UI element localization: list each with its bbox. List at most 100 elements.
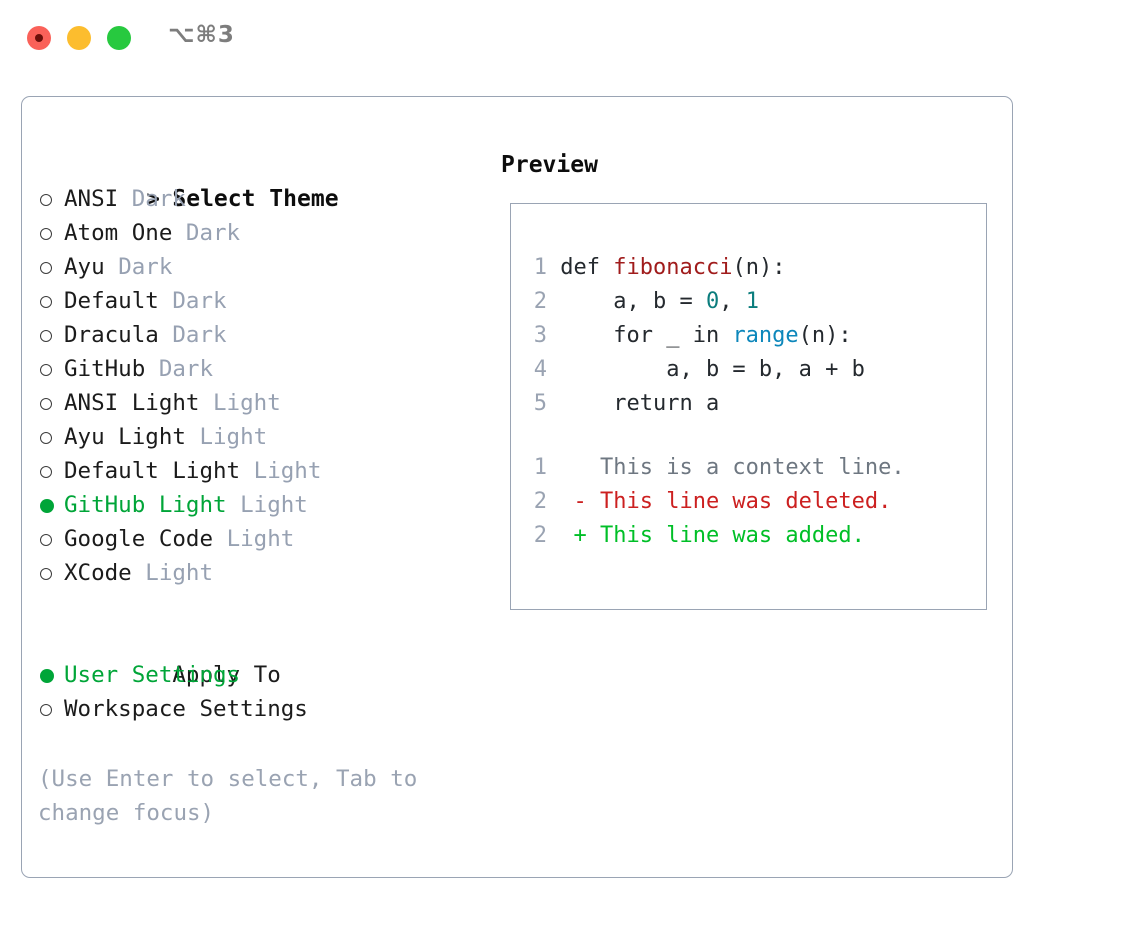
theme-list-item[interactable]: ANSI Dark [38,182,468,216]
radio-empty-icon[interactable] [38,557,64,591]
radio-empty-icon[interactable] [38,421,64,455]
preview-column: Preview 1 def fibonacci(n):2 a, b = 0, 1… [501,148,991,610]
select-theme-header: > Select Theme [38,148,468,212]
theme-list-item[interactable]: Default Light Light [38,454,468,488]
theme-variant-badge: Light [199,424,268,450]
diff-sign: - [547,489,600,514]
radio-selected-icon[interactable] [38,489,64,523]
theme-name: Default Light [64,458,241,484]
caret-icon: > [146,186,160,212]
line-number-gutter-space [547,289,560,314]
theme-name-badge-space [186,424,200,450]
radio-empty-icon[interactable] [38,183,64,217]
theme-name: XCode [64,560,132,586]
apply-to-label: Apply To [172,662,281,688]
radio-empty-icon[interactable] [38,455,64,489]
theme-variant-badge: Dark [131,186,186,212]
close-button-icon[interactable] [27,26,51,50]
radio-selected-icon[interactable] [38,659,64,693]
apply-to-option-label: Workspace Settings [64,696,308,722]
code-line: 3 for _ in range(n): [523,319,980,353]
theme-name: ANSI Light [64,390,200,416]
theme-name-badge-space [118,186,132,212]
theme-list-item[interactable]: Ayu Dark [38,250,468,284]
theme-variant-badge: Light [240,492,308,518]
maximize-button-icon[interactable] [107,26,131,50]
theme-name: ANSI [64,186,119,212]
diff-sign: + [547,523,600,548]
theme-list-item[interactable]: Atom One Dark [38,216,468,250]
theme-variant-badge: Dark [172,322,227,348]
theme-list-item[interactable]: XCode Light [38,556,468,590]
theme-name-badge-space [159,288,173,314]
theme-list-item[interactable]: Ayu Light Light [38,420,468,454]
title-bar: ⌥⌘3 [0,0,1140,78]
line-number-gutter-space [547,323,560,348]
radio-empty-icon[interactable] [38,387,64,421]
theme-name: GitHub Light [64,492,227,518]
window-title: ⌥⌘3 [168,22,235,48]
theme-name-badge-space [199,390,213,416]
radio-empty-icon[interactable] [38,319,64,353]
line-number: 1 [533,255,547,280]
line-number: 5 [533,391,547,416]
diff-line: 2 - This line was deleted. [523,485,980,519]
code-token-plain: a, b = [560,289,706,314]
code-token-num: 1 [745,289,759,314]
code-token-plain: return a [560,391,720,416]
theme-name-badge-space [213,526,227,552]
apply-to-option[interactable]: Workspace Settings [38,692,468,726]
theme-list-item[interactable]: ANSI Light Light [38,386,468,420]
line-number: 2 [533,523,547,548]
theme-variant-badge: Light [253,458,322,484]
theme-variant-badge: Light [145,560,214,586]
diff-text: This is a context line. [599,455,905,480]
radio-empty-icon[interactable] [38,251,64,285]
line-number: 3 [533,323,547,348]
keyboard-hint: (Use Enter to select, Tab to change focu… [38,766,431,826]
theme-name: Dracula [64,322,159,348]
theme-name-badge-space [240,458,254,484]
theme-name: Google Code [64,526,214,552]
diff-block: 1 This is a context line.2 - This line w… [523,451,980,553]
diff-text: This line was deleted. [599,489,892,514]
traffic-lights [27,26,131,50]
theme-variant-badge: Dark [158,356,214,382]
diff-sign [547,455,600,480]
apply-to-option-label: User Settings [64,662,241,688]
theme-apply-spacer [38,590,468,624]
code-line: 5 return a [523,387,980,421]
theme-list-item[interactable]: Google Code Light [38,522,468,556]
radio-empty-icon[interactable] [38,217,64,251]
radio-empty-icon[interactable] [38,693,64,727]
theme-name-badge-space [227,492,241,518]
code-token-plain: (n): [798,323,852,348]
radio-empty-icon[interactable] [38,285,64,319]
radio-empty-icon[interactable] [38,523,64,557]
apply-to-option[interactable]: User Settings [38,658,468,692]
code-token-fn: fibonacci [613,255,733,280]
apply-to-header: Apply To [38,624,468,688]
preview-title: Preview [501,152,598,178]
code-token-num: 0 [705,289,720,314]
code-token-plain: , [719,289,746,314]
code-token-call: range [732,323,799,348]
line-number: 1 [533,455,547,480]
theme-name: GitHub [64,356,146,382]
code-token-plain: (n): [732,255,786,280]
radio-empty-icon[interactable] [38,353,64,387]
select-theme-label: Select Theme [172,186,339,212]
theme-name: Atom One [64,220,173,246]
theme-list-item[interactable]: Dracula Dark [38,318,468,352]
minimize-button-icon[interactable] [67,26,91,50]
theme-list-item[interactable]: GitHub Light Light [38,488,468,522]
diff-line: 1 This is a context line. [523,451,980,485]
theme-list-item[interactable]: Default Dark [38,284,468,318]
theme-list-item[interactable]: GitHub Dark [38,352,468,386]
